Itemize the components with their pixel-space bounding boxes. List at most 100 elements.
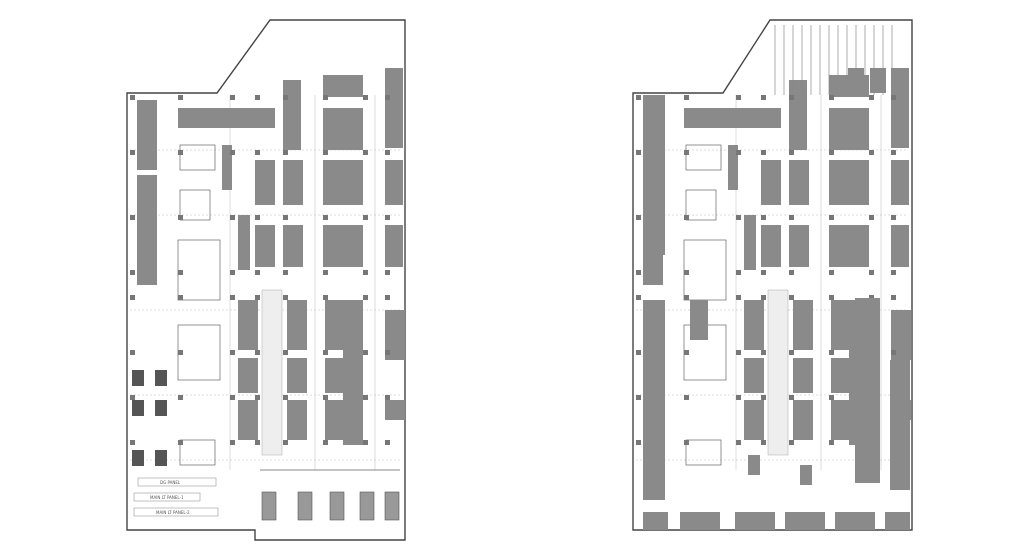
structural-column: [761, 215, 766, 220]
structural-column: [636, 150, 641, 155]
structural-column: [230, 270, 235, 275]
structural-column: [869, 270, 874, 275]
structural-column: [761, 395, 766, 400]
parking-block: [744, 215, 756, 270]
structural-column: [684, 95, 689, 100]
structural-column: [761, 270, 766, 275]
structural-column: [363, 270, 368, 275]
structural-column: [636, 440, 641, 445]
parking-block: [728, 145, 738, 190]
parking-block: [785, 512, 825, 530]
structural-column: [283, 350, 288, 355]
structural-column: [283, 270, 288, 275]
parking-block: [255, 225, 275, 267]
structural-column: [255, 440, 260, 445]
structural-column: [869, 295, 874, 300]
structural-column: [283, 440, 288, 445]
structural-column: [255, 295, 260, 300]
dg-panel: [137, 477, 217, 487]
structural-column: [891, 270, 896, 275]
structural-column: [761, 440, 766, 445]
structural-column: [684, 395, 689, 400]
structural-column: [736, 395, 741, 400]
parking-block: [744, 358, 764, 393]
structural-column: [869, 215, 874, 220]
structural-column: [736, 215, 741, 220]
structural-column: [230, 95, 235, 100]
structural-column: [636, 215, 641, 220]
structural-column: [891, 215, 896, 220]
right-floor-plan: [632, 19, 913, 531]
structural-column: [178, 270, 183, 275]
structural-column: [891, 150, 896, 155]
parking-block: [761, 160, 781, 205]
structural-column: [636, 295, 641, 300]
structural-column: [736, 95, 741, 100]
structural-column: [636, 395, 641, 400]
service-room: [685, 189, 717, 221]
parking-block: [283, 160, 303, 205]
transformer: [132, 370, 144, 386]
transformer: [155, 370, 167, 386]
parking-block: [238, 215, 250, 270]
structural-column: [869, 150, 874, 155]
structural-column: [829, 295, 834, 300]
structural-column: [385, 295, 390, 300]
structural-column: [363, 95, 368, 100]
structural-column: [323, 95, 328, 100]
parking-block: [829, 225, 869, 267]
structural-column: [130, 270, 135, 275]
structural-column: [130, 395, 135, 400]
structural-column: [283, 150, 288, 155]
structural-column: [829, 270, 834, 275]
structural-column: [789, 295, 794, 300]
dg-set: [297, 491, 313, 521]
structural-column: [789, 150, 794, 155]
parking-block: [323, 160, 363, 205]
structural-column: [385, 95, 390, 100]
structural-column: [385, 150, 390, 155]
parking-block: [238, 300, 258, 350]
structural-column: [736, 440, 741, 445]
structural-column: [178, 150, 183, 155]
left-panel-labels: DG PANEL MAIN LT PANEL-1 MAIN LT PANEL-2: [133, 477, 219, 517]
structural-column: [829, 395, 834, 400]
parking-block: [323, 225, 363, 267]
service-block: [848, 68, 864, 93]
parking-block: [343, 300, 363, 445]
parking-block: [255, 160, 275, 205]
parking-block: [761, 225, 781, 267]
transformer: [132, 450, 144, 466]
parking-block: [789, 160, 809, 205]
parking-block: [744, 400, 764, 440]
parking-block: [744, 300, 764, 350]
dg-set: [359, 491, 375, 521]
parking-block: [789, 80, 807, 150]
structural-column: [283, 95, 288, 100]
parking-block: [283, 225, 303, 267]
structural-column: [385, 395, 390, 400]
structural-column: [385, 270, 390, 275]
structural-column: [684, 215, 689, 220]
parking-block: [891, 160, 909, 205]
parking-block: [238, 400, 258, 440]
parking-block: [643, 300, 665, 500]
structural-column: [789, 440, 794, 445]
structural-column: [323, 270, 328, 275]
structural-column: [255, 95, 260, 100]
structural-column: [385, 215, 390, 220]
structural-column: [829, 95, 834, 100]
parking-block: [748, 455, 760, 475]
transformer: [155, 400, 167, 416]
structural-column: [684, 150, 689, 155]
parking-block: [287, 400, 307, 440]
left-floor-plan: [126, 19, 406, 541]
structural-column: [323, 150, 328, 155]
transformer: [155, 450, 167, 466]
structural-column: [283, 395, 288, 400]
parking-block: [793, 400, 813, 440]
parking-block: [137, 100, 157, 170]
structural-column: [130, 295, 135, 300]
structural-column: [363, 350, 368, 355]
